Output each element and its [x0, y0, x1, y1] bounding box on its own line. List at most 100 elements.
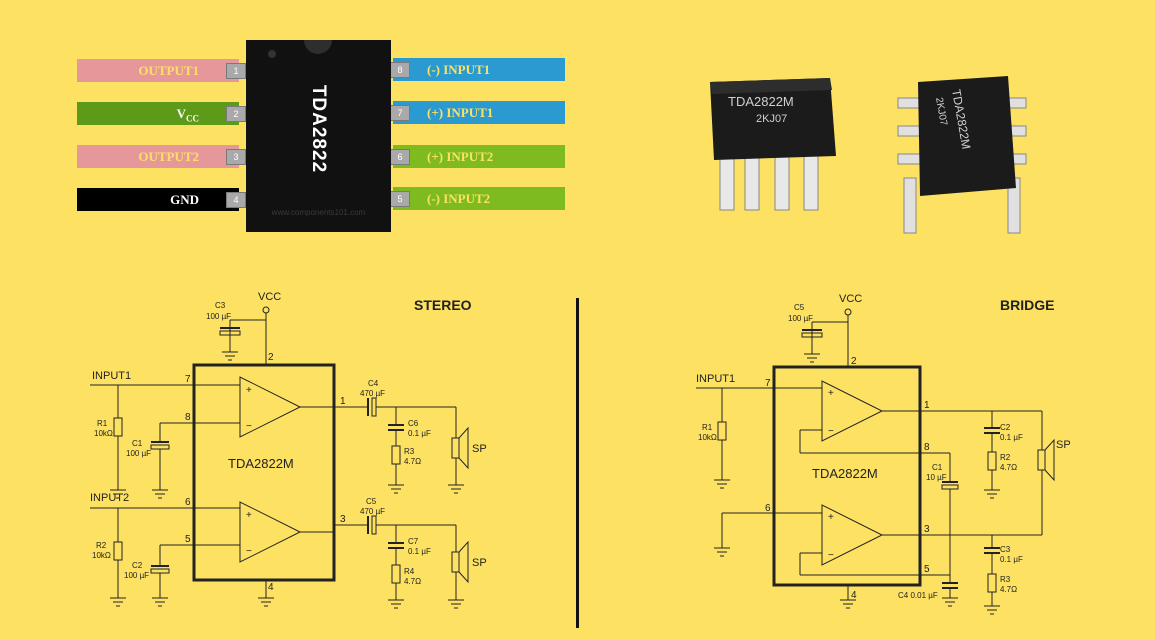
pin5-stub: 5 [390, 191, 410, 207]
bridge-c2-val: 0.1 µF [1000, 433, 1023, 442]
stereo-opamp2-minus: − [246, 546, 252, 557]
stereo-c5-val: 470 µF [360, 507, 385, 516]
stereo-c5-name: C5 [366, 497, 377, 506]
bridge-pin7: 7 [765, 378, 771, 389]
bridge-r2-name: R2 [1000, 453, 1011, 462]
bridge-pin8: 8 [924, 442, 930, 453]
bridge-pin5: 5 [924, 564, 930, 575]
bridge-pin4: 4 [851, 590, 857, 601]
divider [576, 298, 579, 628]
bridge-pin2: 2 [851, 356, 857, 367]
pin2-label: VCC [77, 102, 239, 125]
stereo-c7-name: C7 [408, 537, 419, 546]
bridge-schematic: BRIDGE VCC INPUT1 TDA2822M C5 100 µF R1 … [696, 293, 1071, 615]
bridge-opamp2-minus: − [828, 550, 834, 561]
ic-notch [304, 40, 332, 54]
stereo-c6-name: C6 [408, 419, 419, 428]
ic-package: TDA2822 www.components101.com [246, 40, 391, 232]
stereo-r2-val: 10kΩ [92, 551, 111, 560]
chip-front-code: 2KJ07 [756, 113, 787, 125]
ic-name: TDA2822 [308, 84, 329, 174]
stereo-r1-val: 10kΩ [94, 429, 113, 438]
stereo-c7-val: 0.1 µF [408, 547, 431, 556]
pin8-stub: 8 [390, 62, 410, 78]
stereo-r2-name: R2 [96, 541, 107, 550]
stereo-pin6: 6 [185, 497, 191, 508]
chip-front-text: TDA2822M [728, 94, 794, 109]
pin5-label: (-) INPUT2 [393, 187, 565, 210]
bridge-c1-name: C1 [932, 463, 943, 472]
stereo-c6-val: 0.1 µF [408, 429, 431, 438]
bridge-r1-name: R1 [702, 423, 713, 432]
stereo-c2-name: C2 [132, 561, 143, 570]
stereo-pin5: 5 [185, 534, 191, 545]
stereo-c2-val: 100 µF [124, 571, 149, 580]
chip-side: TDA2822M 2KJ07 [897, 76, 1027, 234]
bridge-sp: SP [1056, 439, 1071, 451]
chip-side-code: 2KJ07 [933, 97, 949, 127]
bridge-pin3: 3 [924, 524, 930, 535]
stereo-r4-name: R4 [404, 567, 415, 576]
bridge-c4-label: C4 0.01 µF [898, 591, 938, 600]
bridge-r1-val: 10kΩ [698, 433, 717, 442]
stereo-pin3: 3 [340, 514, 346, 525]
stereo-pin7: 7 [185, 374, 191, 385]
stereo-c1-name: C1 [132, 439, 143, 448]
watermark: www.components101.com [271, 208, 366, 217]
pin1-label: OUTPUT1 [77, 59, 239, 82]
stereo-title: STEREO [414, 297, 472, 313]
pin7-label: (+) INPUT1 [393, 101, 565, 124]
stereo-r3-val: 4.7Ω [404, 457, 421, 466]
stereo-r4-val: 4.7Ω [404, 577, 421, 586]
stereo-vcc: VCC [258, 291, 281, 303]
bridge-pin6: 6 [765, 503, 771, 514]
stereo-input2: INPUT2 [90, 492, 129, 504]
stereo-c1-val: 100 µF [126, 449, 151, 458]
bridge-vcc: VCC [839, 293, 862, 305]
stereo-c4-name: C4 [368, 379, 379, 388]
bridge-c2-name: C2 [1000, 423, 1011, 432]
bridge-c3-val: 0.1 µF [1000, 555, 1023, 564]
stereo-c3-name: C3 [215, 301, 226, 310]
stereo-sp1: SP [472, 443, 487, 455]
stereo-pin2: 2 [268, 352, 274, 363]
bridge-r3-name: R3 [1000, 575, 1011, 584]
bridge-r2-val: 4.7Ω [1000, 463, 1017, 472]
bridge-input1: INPUT1 [696, 373, 735, 385]
stereo-opamp1-minus: − [246, 421, 252, 432]
stereo-schematic: STEREO VCC INPUT1 INPUT2 TDA2822M C3 100… [90, 291, 487, 609]
chip-photo: TDA2822M 2KJ07 TDA2822M 2KJ07 [710, 76, 1027, 234]
bridge-ic-label: TDA2822M [812, 466, 878, 481]
stereo-opamp1-plus: + [246, 385, 252, 396]
bridge-c5-name: C5 [794, 303, 805, 312]
pin2-stub: 2 [226, 106, 246, 122]
bridge-title: BRIDGE [1000, 297, 1054, 313]
pin1-marker-dot [268, 50, 276, 58]
pin8-label: (-) INPUT1 [393, 58, 565, 81]
chip-front: TDA2822M 2KJ07 [710, 78, 836, 211]
pin6-label: (+) INPUT2 [393, 145, 565, 168]
stereo-sp2: SP [472, 557, 487, 569]
pin6-stub: 6 [390, 149, 410, 165]
stereo-pin1: 1 [340, 396, 346, 407]
stereo-pin8: 8 [185, 412, 191, 423]
stereo-ic-label: TDA2822M [228, 456, 294, 471]
pin3-stub: 3 [226, 149, 246, 165]
stereo-input1: INPUT1 [92, 370, 131, 382]
bridge-opamp1-minus: − [828, 426, 834, 437]
bridge-opamp1-plus: + [828, 388, 834, 399]
stereo-c4-val: 470 µF [360, 389, 385, 398]
bridge-c5-val: 100 µF [788, 314, 813, 323]
stereo-c3-val: 100 µF [206, 312, 231, 321]
stereo-pin4: 4 [268, 582, 274, 593]
pin3-label: OUTPUT2 [77, 145, 239, 168]
bridge-pin1: 1 [924, 400, 930, 411]
stereo-r1-name: R1 [97, 419, 108, 428]
bridge-r3-val: 4.7Ω [1000, 585, 1017, 594]
stereo-opamp2-plus: + [246, 510, 252, 521]
pin1-stub: 1 [226, 63, 246, 79]
bridge-c3-name: C3 [1000, 545, 1011, 554]
pin4-label: GND [77, 188, 239, 211]
pin4-stub: 4 [226, 192, 246, 208]
